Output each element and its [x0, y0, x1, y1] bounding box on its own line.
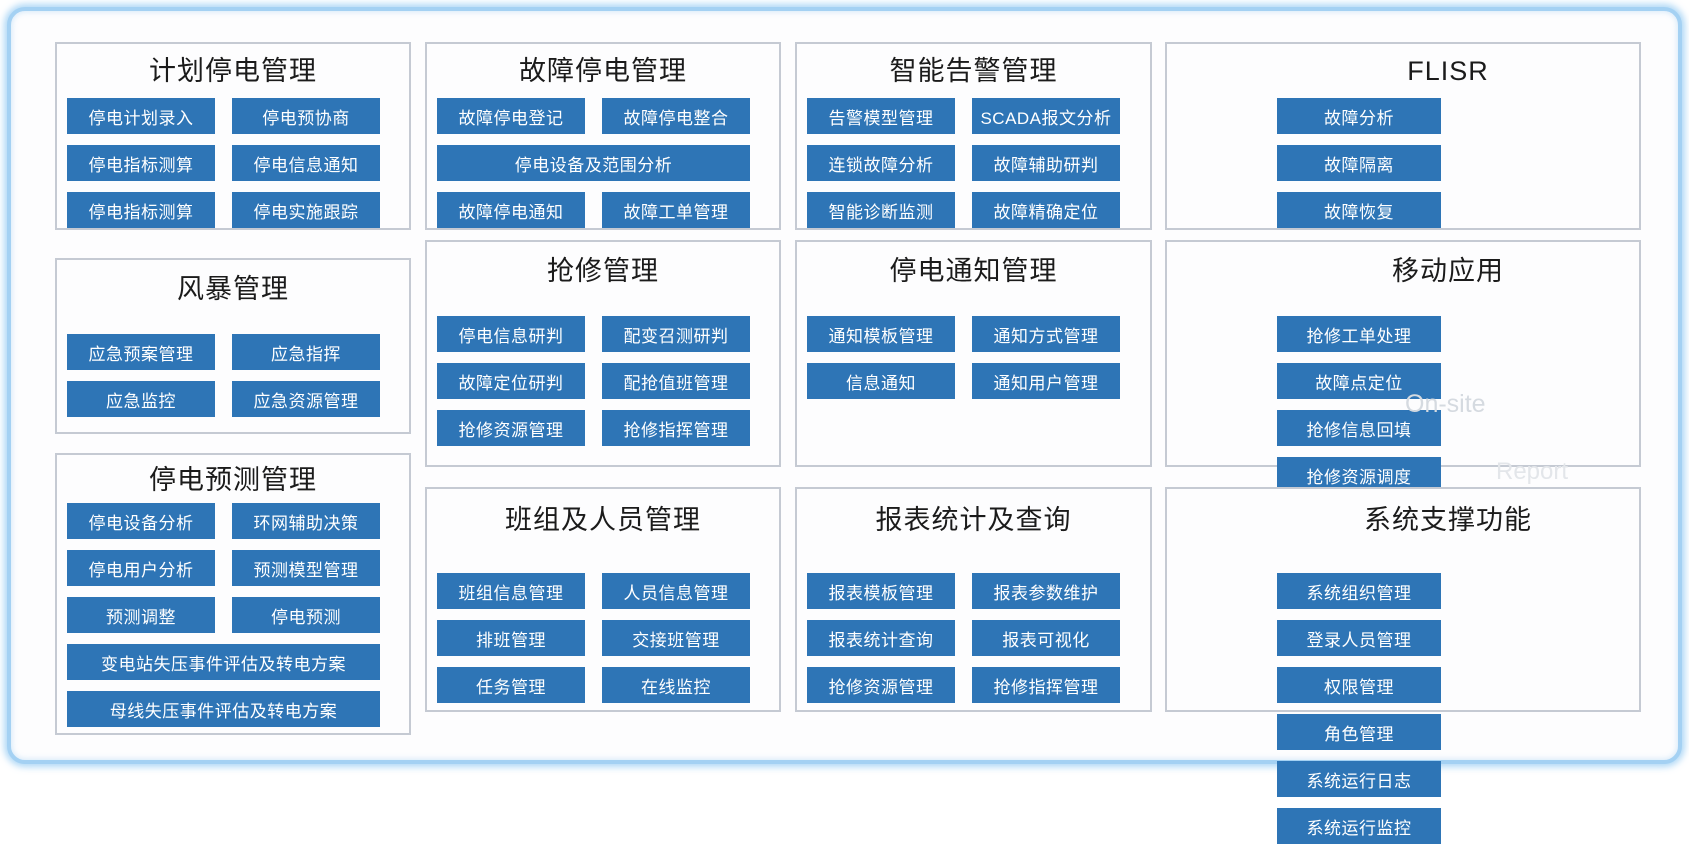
panel-title: 故障停电管理	[519, 56, 687, 86]
button-group: 停电计划录入 停电预协商 停电指标测算 停电信息通知 停电指标测算 停电实施跟踪	[67, 98, 399, 228]
module-button[interactable]: 故障工单管理	[602, 192, 750, 228]
module-button[interactable]: 班组信息管理	[437, 573, 585, 609]
module-button[interactable]: 权限管理	[1277, 667, 1441, 703]
module-button[interactable]: 故障恢复	[1277, 192, 1441, 228]
module-button[interactable]: 排班管理	[437, 620, 585, 656]
module-button[interactable]: 报表可视化	[972, 620, 1120, 656]
module-button[interactable]: 在线监控	[602, 667, 750, 703]
panel-title: 移动应用	[1392, 256, 1504, 286]
module-button[interactable]: 配变召测研判	[602, 316, 750, 352]
module-button[interactable]: 停电设备分析	[67, 503, 215, 539]
panel-title: 停电预测管理	[149, 465, 317, 495]
button-group: 故障分析 故障隔离 故障恢复	[1277, 98, 1619, 228]
module-button[interactable]: 环网辅助决策	[232, 503, 380, 539]
module-button[interactable]: 抢修指挥管理	[602, 410, 750, 446]
module-button[interactable]: 停电信息通知	[232, 145, 380, 181]
module-button[interactable]: 信息通知	[807, 363, 955, 399]
module-button[interactable]: 故障点定位	[1277, 363, 1441, 399]
button-group: 报表模板管理 报表参数维护 报表统计查询 报表可视化 抢修资源管理 抢修指挥管理	[807, 573, 1140, 703]
module-button[interactable]: 连锁故障分析	[807, 145, 955, 181]
module-button[interactable]: 停电预协商	[232, 98, 380, 134]
module-button[interactable]: 抢修指挥管理	[972, 667, 1120, 703]
panel-title: 系统支撑功能	[1364, 505, 1532, 535]
panel-outage-forecast-management: 停电预测管理 停电设备分析 环网辅助决策 停电用户分析 预测模型管理 预测调整 …	[55, 453, 411, 735]
button-group: 告警模型管理 SCADA报文分析 连锁故障分析 故障辅助研判 智能诊断监测 故障…	[807, 98, 1140, 228]
module-button[interactable]: 预测模型管理	[232, 550, 380, 586]
module-button[interactable]: 应急指挥	[232, 334, 380, 370]
module-button[interactable]: 系统运行日志	[1277, 761, 1441, 797]
module-button[interactable]: 系统组织管理	[1277, 573, 1441, 609]
module-button[interactable]: 任务管理	[437, 667, 585, 703]
module-button[interactable]: 故障停电整合	[602, 98, 750, 134]
module-button[interactable]: 故障分析	[1277, 98, 1441, 134]
module-button[interactable]: 应急监控	[67, 381, 215, 417]
module-button[interactable]: 报表参数维护	[972, 573, 1120, 609]
module-button[interactable]: 应急预案管理	[67, 334, 215, 370]
panel-system-support-functions: 系统支撑功能 系统组织管理 登录人员管理 权限管理 角色管理 系统运行日志 系统…	[1165, 487, 1641, 844]
panel-team-personnel-management: 班组及人员管理 班组信息管理 人员信息管理 排班管理 交接班管理 任务管理 在线…	[425, 487, 781, 712]
panel-title: 报表统计及查询	[875, 505, 1072, 535]
module-button[interactable]: 角色管理	[1277, 714, 1441, 750]
module-button[interactable]: 通知模板管理	[807, 316, 955, 352]
module-button[interactable]: 通知用户管理	[972, 363, 1120, 399]
module-button[interactable]: 预测调整	[67, 597, 215, 633]
module-button[interactable]: 人员信息管理	[602, 573, 750, 609]
module-button[interactable]: 故障定位研判	[437, 363, 585, 399]
panel-title: 抢修管理	[547, 256, 659, 286]
button-group: 通知模板管理 通知方式管理 信息通知 通知用户管理	[807, 316, 1140, 399]
button-group: 应急预案管理 应急指挥 应急监控 应急资源管理	[67, 334, 399, 417]
panel-title: 班组及人员管理	[505, 505, 701, 535]
module-button[interactable]: 停电设备及范围分析	[437, 145, 750, 181]
module-button[interactable]: 交接班管理	[602, 620, 750, 656]
module-button[interactable]: 抢修资源管理	[437, 410, 585, 446]
button-group: 系统组织管理 登录人员管理 权限管理 角色管理 系统运行日志 系统运行监控	[1277, 573, 1619, 844]
module-button[interactable]: 报表统计查询	[807, 620, 955, 656]
module-button[interactable]: 通知方式管理	[972, 316, 1120, 352]
panel-title: 停电通知管理	[889, 256, 1058, 286]
module-button[interactable]: 故障辅助研判	[972, 145, 1120, 181]
module-button[interactable]: 停电计划录入	[67, 98, 215, 134]
module-button[interactable]: 抢修工单处理	[1277, 316, 1441, 352]
module-button[interactable]: 停电用户分析	[67, 550, 215, 586]
panel-outage-notification-management: 停电通知管理 通知模板管理 通知方式管理 信息通知 通知用户管理	[795, 240, 1152, 467]
button-group: 停电信息研判 配变召测研判 故障定位研判 配抢值班管理 抢修资源管理 抢修指挥管…	[437, 316, 769, 446]
module-button[interactable]: 停电指标测算	[67, 145, 215, 181]
module-button[interactable]: 智能诊断监测	[807, 192, 955, 228]
button-group: 班组信息管理 人员信息管理 排班管理 交接班管理 任务管理 在线监控	[437, 573, 769, 703]
module-button[interactable]: 抢修资源管理	[807, 667, 955, 703]
panel-mobile-application: 移动应用 抢修工单处理 故障点定位 抢修信息回填 抢修资源调度 抢修监控 Tro…	[1165, 240, 1641, 587]
module-button[interactable]: 登录人员管理	[1277, 620, 1441, 656]
panel-smart-alarm-management: 智能告警管理 告警模型管理 SCADA报文分析 连锁故障分析 故障辅助研判 智能…	[795, 42, 1152, 230]
panel-title: 计划停电管理	[149, 56, 317, 86]
module-button[interactable]: 停电预测	[232, 597, 380, 633]
panel-report-statistics-query: 报表统计及查询 报表模板管理 报表参数维护 报表统计查询 报表可视化 抢修资源管…	[795, 487, 1152, 712]
panel-repair-management: 抢修管理 停电信息研判 配变召测研判 故障定位研判 配抢值班管理 抢修资源管理 …	[425, 240, 781, 467]
module-button[interactable]: 配抢值班管理	[602, 363, 750, 399]
module-button[interactable]: 告警模型管理	[807, 98, 955, 134]
module-button[interactable]: 系统运行监控	[1277, 808, 1441, 844]
panel-fault-outage-management: 故障停电管理 故障停电登记 故障停电整合 停电设备及范围分析 故障停电通知 故障…	[425, 42, 781, 230]
panel-flisr: FLISR 故障分析 故障隔离 故障恢复	[1165, 42, 1641, 230]
module-button[interactable]: 故障停电通知	[437, 192, 585, 228]
module-button[interactable]: 报表模板管理	[807, 573, 955, 609]
panel-title: 智能告警管理	[889, 56, 1058, 86]
module-button[interactable]: 母线失压事件评估及转电方案	[67, 691, 380, 727]
module-button[interactable]: 变电站失压事件评估及转电方案	[67, 644, 380, 680]
module-button[interactable]: 故障隔离	[1277, 145, 1441, 181]
module-button[interactable]: 故障停电登记	[437, 98, 585, 134]
module-button[interactable]: 停电信息研判	[437, 316, 585, 352]
module-button[interactable]: SCADA报文分析	[972, 98, 1120, 134]
panel-storm-management: 风暴管理 应急预案管理 应急指挥 应急监控 应急资源管理	[55, 258, 411, 434]
panel-planned-outage-management: 计划停电管理 停电计划录入 停电预协商 停电指标测算 停电信息通知 停电指标测算…	[55, 42, 411, 230]
button-group: 故障停电登记 故障停电整合 停电设备及范围分析 故障停电通知 故障工单管理	[437, 98, 769, 228]
button-group: 停电设备分析 环网辅助决策 停电用户分析 预测模型管理 预测调整 停电预测 变电…	[67, 503, 399, 727]
module-button[interactable]: 应急资源管理	[232, 381, 380, 417]
module-button[interactable]: 停电指标测算	[67, 192, 215, 228]
module-button[interactable]: 停电实施跟踪	[232, 192, 380, 228]
module-button[interactable]: 抢修信息回填	[1277, 410, 1441, 446]
panel-title: FLISR	[1407, 56, 1489, 86]
module-button[interactable]: 故障精确定位	[972, 192, 1120, 228]
panel-title: 风暴管理	[177, 274, 289, 304]
